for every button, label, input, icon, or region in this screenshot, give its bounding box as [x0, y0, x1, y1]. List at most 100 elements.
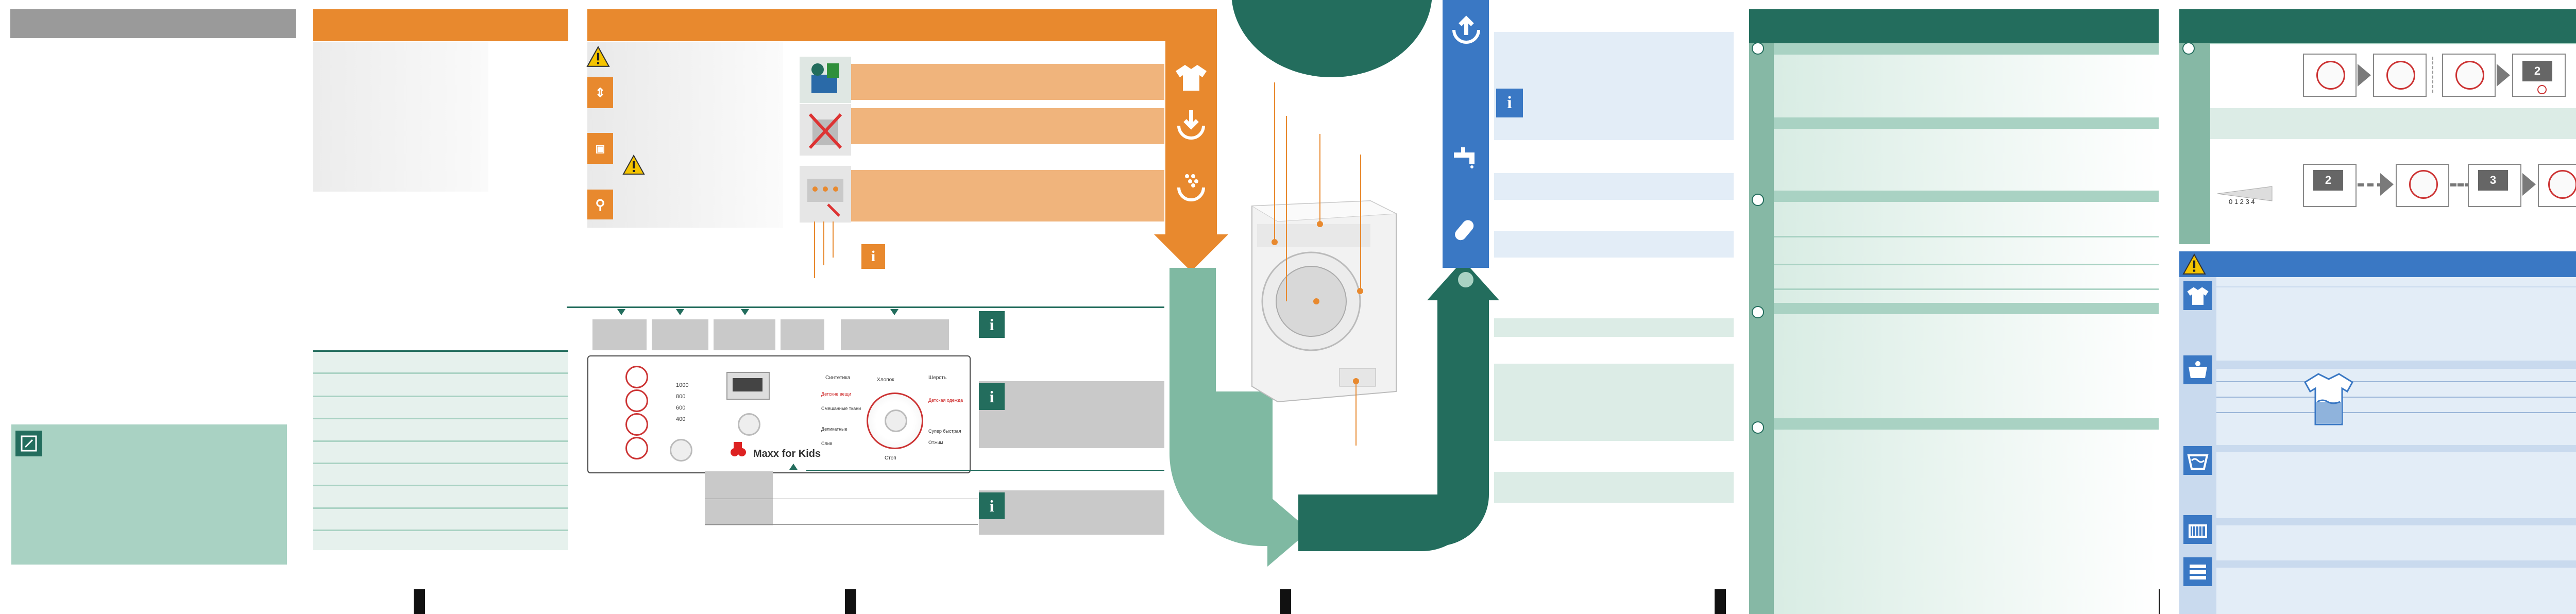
- display-panel: [726, 372, 770, 400]
- blue-band-2: [1494, 231, 1734, 258]
- table-row-line: [1774, 264, 2159, 265]
- dashed-connector: [2450, 183, 2471, 186]
- warning-icon: [622, 154, 645, 178]
- cp-label-box-4: [781, 319, 824, 350]
- spin-speed-1: 1000: [676, 382, 689, 388]
- table-line: [313, 530, 568, 531]
- green-band-3: [1494, 472, 1734, 503]
- dial-step-8-knob: [2548, 170, 2576, 199]
- step-band-3: [850, 170, 1164, 221]
- blue-band-1: [1494, 173, 1734, 200]
- care-row-line: [2216, 361, 2576, 369]
- load-laundry-image: [800, 57, 851, 103]
- kids-logo: [727, 439, 748, 459]
- dial-label-top-right: Шерсть: [928, 375, 947, 381]
- panel-2-warning-area: [313, 42, 488, 192]
- leader-line: [814, 221, 815, 278]
- option-button-3[interactable]: [625, 413, 648, 436]
- table-header-band: [1774, 418, 2159, 430]
- warning-icon: [586, 45, 610, 71]
- start-button[interactable]: [738, 413, 760, 436]
- dial-knob[interactable]: [885, 410, 907, 432]
- option-button-2[interactable]: [625, 389, 648, 412]
- down-pointer: [741, 309, 749, 315]
- cp-label-box-2: [652, 319, 708, 350]
- dial-step-3-knob: [2455, 61, 2484, 90]
- panel-6-side-strip: [1749, 43, 1774, 614]
- panel-6-title-bar: [1749, 9, 2159, 43]
- leader-line: [1274, 82, 1275, 242]
- step-arrow: [2522, 173, 2536, 196]
- green-flow-right: [1437, 288, 1489, 546]
- care-row-line: [2216, 518, 2576, 525]
- table-header-band: [1774, 303, 2159, 314]
- teal-flow-bottom: [1170, 391, 1273, 546]
- leader-line: [833, 221, 834, 258]
- table-header-band: [1774, 191, 2159, 202]
- bullet-circle: [2182, 42, 2195, 55]
- dial-step-6-knob: [2409, 170, 2438, 199]
- panel-1-title-bar: [10, 9, 296, 38]
- dial-label-top: Хлопок: [877, 377, 894, 383]
- page-marker-2: [845, 589, 856, 614]
- table-line: [313, 396, 568, 397]
- care-row-line: [2216, 286, 2576, 287]
- leader-line: [1286, 116, 1287, 301]
- table-line: [313, 440, 568, 442]
- leader-line: [823, 221, 824, 265]
- page-marker-3: [1280, 589, 1291, 614]
- control-panel-frame: [567, 306, 1164, 550]
- basket-icon: [2183, 515, 2212, 544]
- dial-label-right-1: Детская одежда: [928, 398, 963, 403]
- blue-info-box-1: [1494, 32, 1734, 140]
- note-edit-icon: [15, 431, 42, 456]
- step-band-1: [850, 64, 1164, 100]
- dial-label-left-2: Смешанные ткани: [821, 406, 861, 411]
- option-button-1[interactable]: [625, 366, 648, 388]
- green-band-2: [1494, 364, 1734, 441]
- detergent-icon: [1171, 165, 1212, 206]
- level-scale-image: [2215, 183, 2277, 204]
- down-pointer: [676, 309, 684, 315]
- display-digit: 2: [2313, 170, 2343, 191]
- cp-label-box-5: [841, 319, 949, 350]
- table-line: [313, 485, 568, 486]
- step-arrow: [2380, 173, 2394, 196]
- drawer-image: [800, 166, 851, 223]
- wash-temp-icon: [2183, 446, 2212, 475]
- table-header-band: [1774, 117, 2159, 129]
- spin-speed-4: 400: [676, 416, 686, 422]
- dashed-divider: [2432, 57, 2434, 93]
- no-detergent-image: [800, 104, 851, 156]
- brand-label: Maxx for Kids: [753, 448, 821, 459]
- tap-icon: ⚲: [587, 190, 613, 219]
- info-icon: i: [979, 383, 1005, 410]
- table-line: [313, 372, 568, 374]
- info-icon: i: [1496, 89, 1523, 117]
- panel-2-title-bar: [313, 9, 568, 41]
- load-icon: [1171, 103, 1212, 144]
- dial-label-left-4: Слив: [821, 441, 833, 446]
- info-icon: i: [979, 311, 1005, 338]
- option-button-4[interactable]: [625, 437, 648, 459]
- dial-label-right-2: Супер быстрая: [928, 429, 961, 434]
- panel-6-body: [1749, 43, 2159, 614]
- cp-right-rule: [806, 470, 1164, 471]
- panel-7-row-divider: [2210, 43, 2576, 44]
- care-row-line: [2216, 397, 2576, 398]
- hand-wash-icon: [2183, 355, 2212, 384]
- panel-3-side-area: [587, 42, 783, 228]
- panel-3-title-bar: [587, 9, 1216, 41]
- bullet-circle: [1752, 42, 1764, 55]
- table-row-line: [1774, 288, 2159, 290]
- info-icon: i: [979, 492, 1005, 519]
- bullet-circle: [1752, 194, 1764, 206]
- green-circle-marker: [1458, 272, 1473, 287]
- cp-pointer: [789, 464, 798, 470]
- down-pointer: [890, 309, 899, 315]
- spin-button[interactable]: [670, 439, 692, 462]
- dial-label-bottom: Стоп: [885, 455, 896, 461]
- dial-step-1-knob: [2316, 61, 2345, 90]
- table-line: [313, 463, 568, 464]
- panel-7-side-strip: [2179, 43, 2210, 244]
